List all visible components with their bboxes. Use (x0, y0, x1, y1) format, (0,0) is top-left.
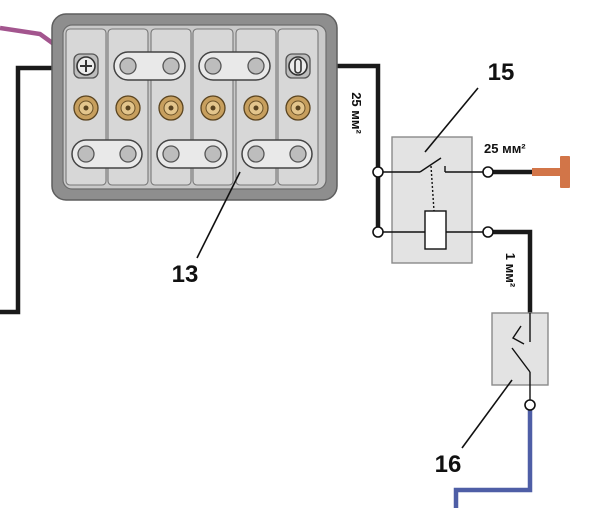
battery-callout-leader (196, 171, 241, 259)
relay-to-switch-wire-gauge: 1 мм² (503, 253, 518, 288)
switch (491, 312, 549, 400)
cell-cap-icon (73, 95, 99, 121)
cell-link-bar-bottom-5-6 (241, 139, 313, 169)
cell-link-bar-top-4-5 (198, 51, 271, 81)
cell-cap-icon (200, 95, 226, 121)
battery-to-relay-wire-gauge: 25 мм² (349, 92, 364, 134)
cell-cap-icon (158, 95, 184, 121)
relay-to-load-wire-gauge: 25 мм² (484, 141, 526, 156)
relay-terminal-node (482, 226, 494, 238)
relay-terminal-node (482, 166, 494, 178)
relay-to-switch-wire (493, 229, 533, 314)
switch-callout-leader (461, 379, 513, 449)
relay (383, 136, 483, 264)
battery-positive-lead-wire (0, 65, 78, 315)
relay-callout-label: 15 (488, 59, 515, 86)
cell-cap-icon (115, 95, 141, 121)
switch-housing (491, 312, 549, 386)
switch-ground-wire (453, 410, 533, 508)
cell-cap-icon (285, 95, 311, 121)
load-terminal-icon (532, 156, 570, 188)
switch-terminal-node (524, 399, 536, 411)
relay-terminal-node (372, 166, 384, 178)
cell-link-bar-bottom-3-4 (156, 139, 228, 169)
relay-contact-icon (383, 157, 483, 212)
negative-terminal-icon (285, 53, 311, 79)
battery-callout-label: 13 (172, 261, 199, 288)
switch-contact-icon (511, 313, 531, 400)
relay-terminal-node (372, 226, 384, 238)
switch-callout-label: 16 (435, 451, 462, 478)
cell-link-bar-bottom-1-2 (71, 139, 143, 169)
relay-coil-icon (383, 210, 483, 250)
positive-terminal-icon (73, 53, 99, 79)
battery (51, 13, 338, 201)
cell-link-bar-top-2-3 (113, 51, 186, 81)
cell-cap-icon (243, 95, 269, 121)
relay-callout-leader (424, 87, 479, 153)
